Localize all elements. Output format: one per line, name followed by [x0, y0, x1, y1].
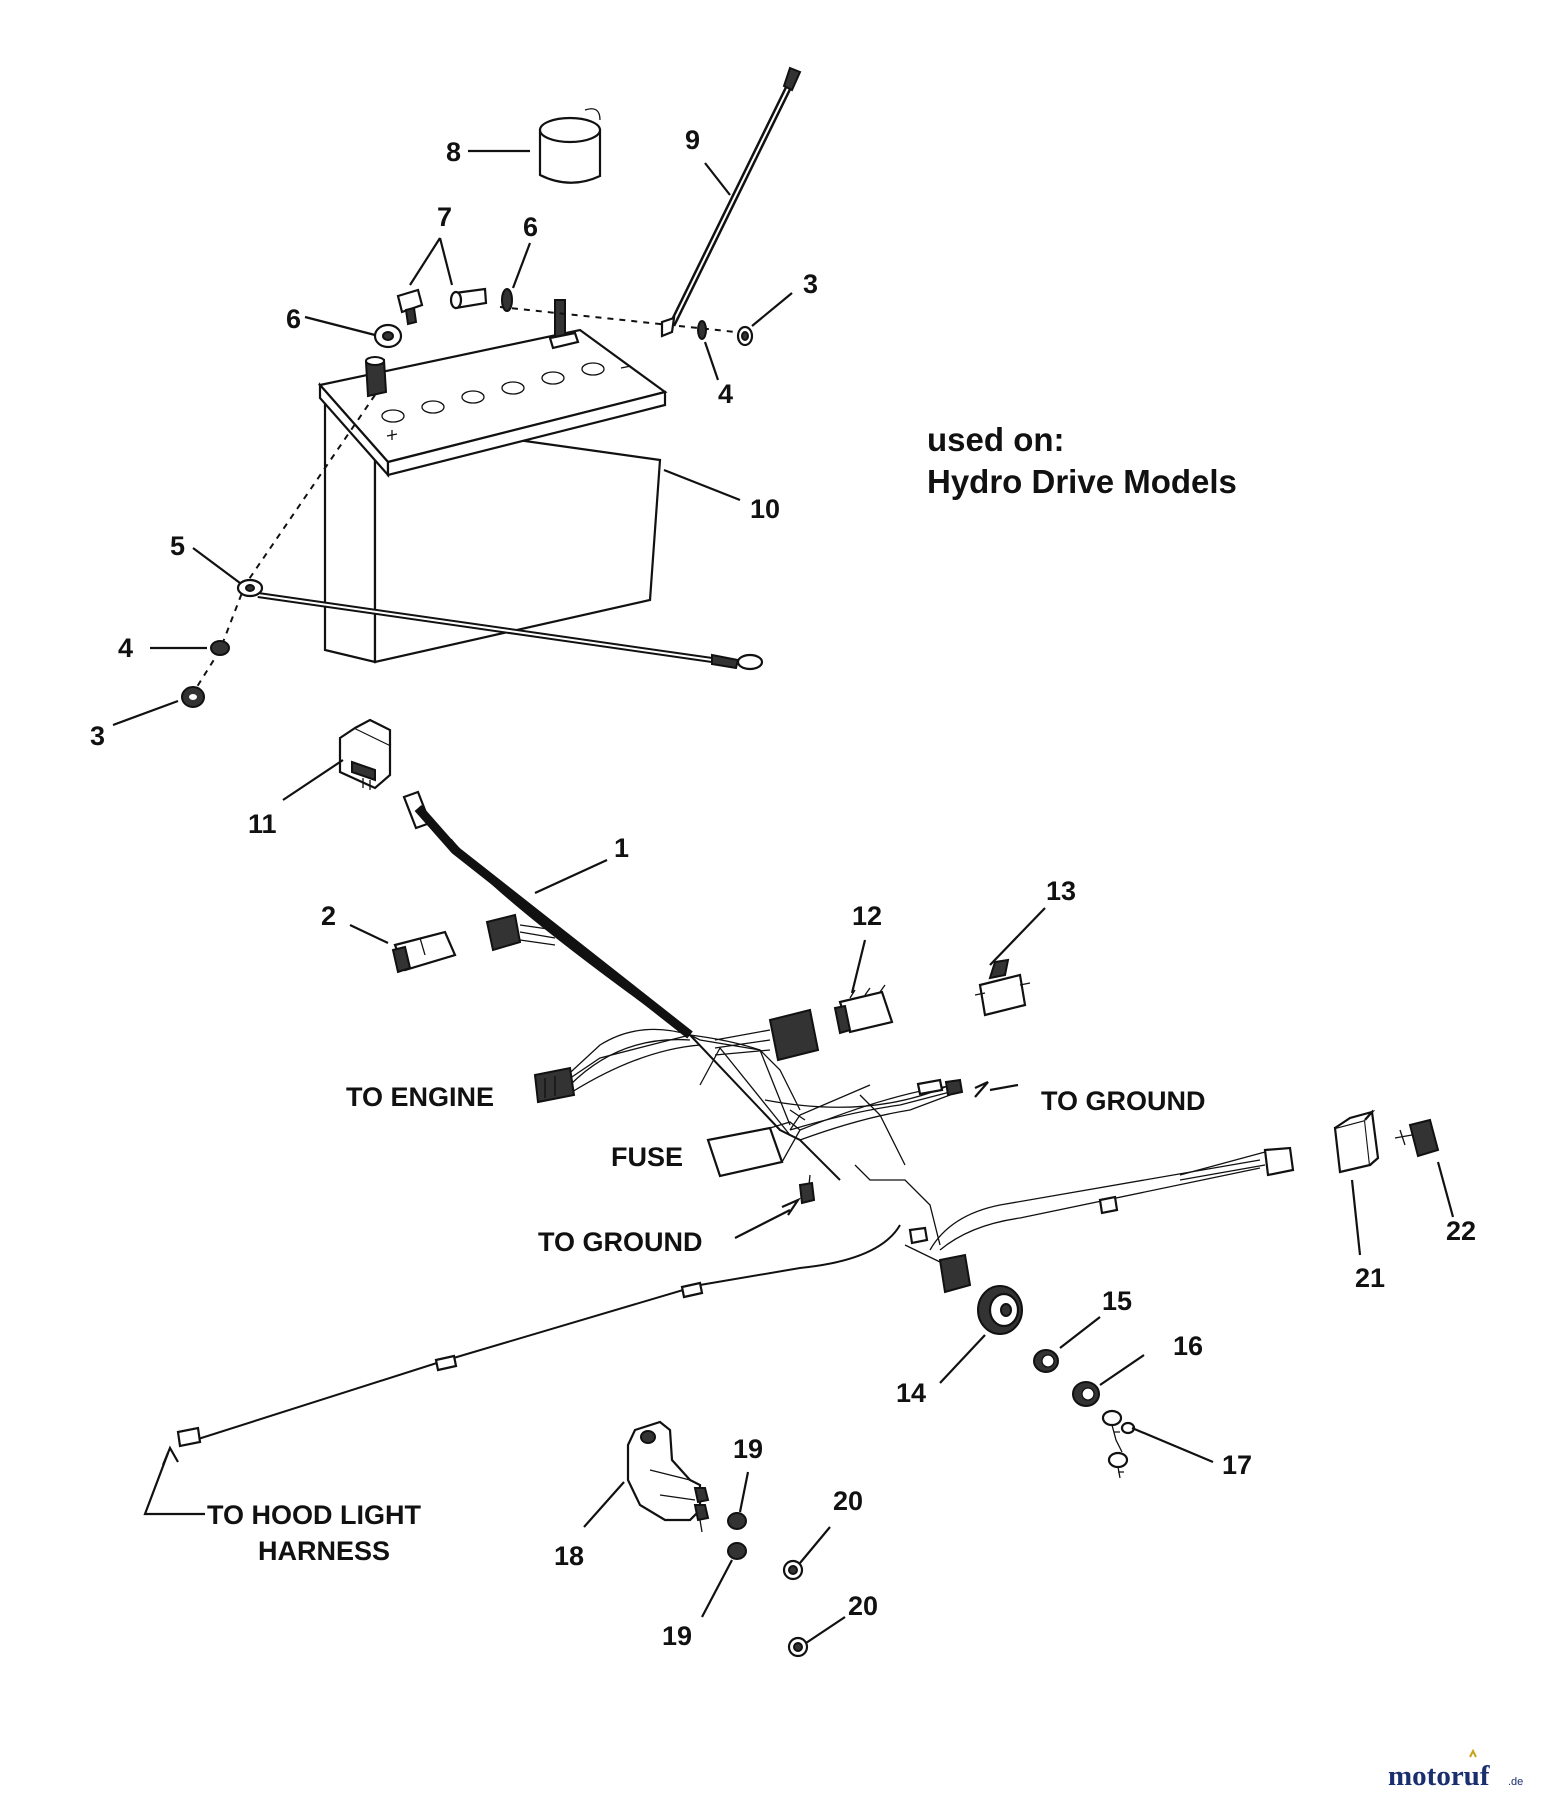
solenoid-18	[626, 1420, 710, 1533]
nut-20-top	[782, 1559, 804, 1581]
callout-2: 2	[321, 901, 336, 931]
callout-8: 8	[446, 137, 461, 167]
callout-20-bottom: 20	[848, 1591, 878, 1621]
callout-19-bottom: 19	[662, 1621, 692, 1651]
callout-20-top: 20	[833, 1486, 863, 1516]
washer-6-top	[501, 288, 513, 312]
switch-13	[974, 958, 1031, 1017]
label-to-ground-left: TO GROUND	[538, 1227, 703, 1257]
connector-12	[833, 984, 894, 1035]
nut-19-bottom	[727, 1542, 747, 1560]
washer-6-left	[373, 323, 403, 349]
callout-6-top: 6	[523, 212, 538, 242]
callout-4-top: 4	[718, 379, 733, 409]
callout-6-left: 6	[286, 304, 301, 334]
callout-19-top: 19	[733, 1434, 763, 1464]
battery-part	[317, 299, 668, 664]
connector-2	[391, 930, 457, 974]
leader-lines	[112, 149, 1455, 1644]
washer-4-top	[697, 320, 707, 340]
label-fuse: FUSE	[611, 1142, 683, 1172]
callout-13: 13	[1046, 876, 1076, 906]
callout-17: 17	[1222, 1450, 1252, 1480]
cable-5	[236, 578, 764, 671]
nut-19-top	[727, 1512, 747, 1530]
label-hood-light-line2: HARNESS	[258, 1536, 390, 1566]
callout-18: 18	[554, 1541, 584, 1571]
callout-3-top: 3	[803, 269, 818, 299]
callout-14: 14	[896, 1378, 926, 1408]
relay-11	[338, 718, 392, 790]
callout-4-bottom: 4	[118, 633, 133, 663]
cap-part	[538, 108, 602, 184]
box-21	[1333, 1109, 1380, 1174]
callout-21: 21	[1355, 1263, 1385, 1293]
callout-numbers: 1 2 3 3 4 4 5 6 6 7 8 9 10 11 12 13 14 1…	[90, 125, 1476, 1651]
main-harness-1	[176, 790, 1295, 1448]
callout-7: 7	[437, 202, 452, 232]
nut-20-bottom	[787, 1636, 809, 1658]
washer-4-bottom	[210, 640, 230, 656]
nut-3-top	[736, 325, 754, 347]
label-to-ground-right: TO GROUND	[1041, 1086, 1206, 1116]
cable-9	[660, 66, 802, 338]
callout-3-bottom: 3	[90, 721, 105, 751]
bolts-7	[396, 287, 488, 326]
models-note-line1: used on:	[927, 421, 1065, 458]
callout-15: 15	[1102, 1286, 1132, 1316]
keyswitch-22	[1394, 1118, 1440, 1158]
callout-9: 9	[685, 125, 700, 155]
callout-10: 10	[750, 494, 780, 524]
label-hood-light-line1: TO HOOD LIGHT	[207, 1500, 422, 1530]
keys-17	[1101, 1409, 1136, 1479]
ring-15	[1033, 1349, 1059, 1373]
callout-1: 1	[614, 833, 629, 863]
label-to-engine: TO ENGINE	[346, 1082, 494, 1112]
callout-5: 5	[170, 531, 185, 561]
nut-3-bottom	[181, 686, 205, 708]
watermark-brand: motoruf	[1388, 1760, 1490, 1792]
watermark-suffix: .de	[1508, 1776, 1523, 1788]
callout-12: 12	[852, 901, 882, 931]
callout-22: 22	[1446, 1216, 1476, 1246]
callout-16: 16	[1173, 1331, 1203, 1361]
callout-11: 11	[248, 809, 277, 839]
watermark-logo: motoruf .de	[1388, 1748, 1523, 1792]
nut-16	[1072, 1381, 1100, 1407]
ignition-14	[977, 1285, 1023, 1335]
models-note-line2: Hydro Drive Models	[927, 463, 1237, 500]
